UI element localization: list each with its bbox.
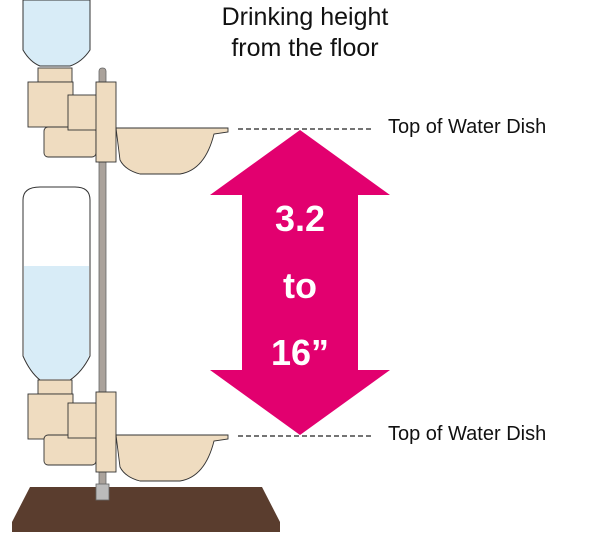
title-line-1: Drinking height xyxy=(221,3,389,31)
range-min: 3.2 xyxy=(274,198,326,239)
bottom-dish-label: Top of Water Dish xyxy=(388,423,547,445)
lower-feeder xyxy=(27,379,229,482)
pole-foot xyxy=(95,483,110,501)
wooden-base xyxy=(12,487,280,532)
top-feeder xyxy=(27,67,229,175)
top-bottle xyxy=(22,0,91,67)
water-level xyxy=(24,266,89,379)
range-max: 16” xyxy=(270,332,330,373)
range-to: to xyxy=(283,265,317,306)
double-arrow xyxy=(210,130,390,435)
top-dish-label: Top of Water Dish xyxy=(388,116,547,138)
title-line-2: from the floor xyxy=(231,34,379,62)
diagram-title: Drinking height from the floor xyxy=(180,2,430,64)
